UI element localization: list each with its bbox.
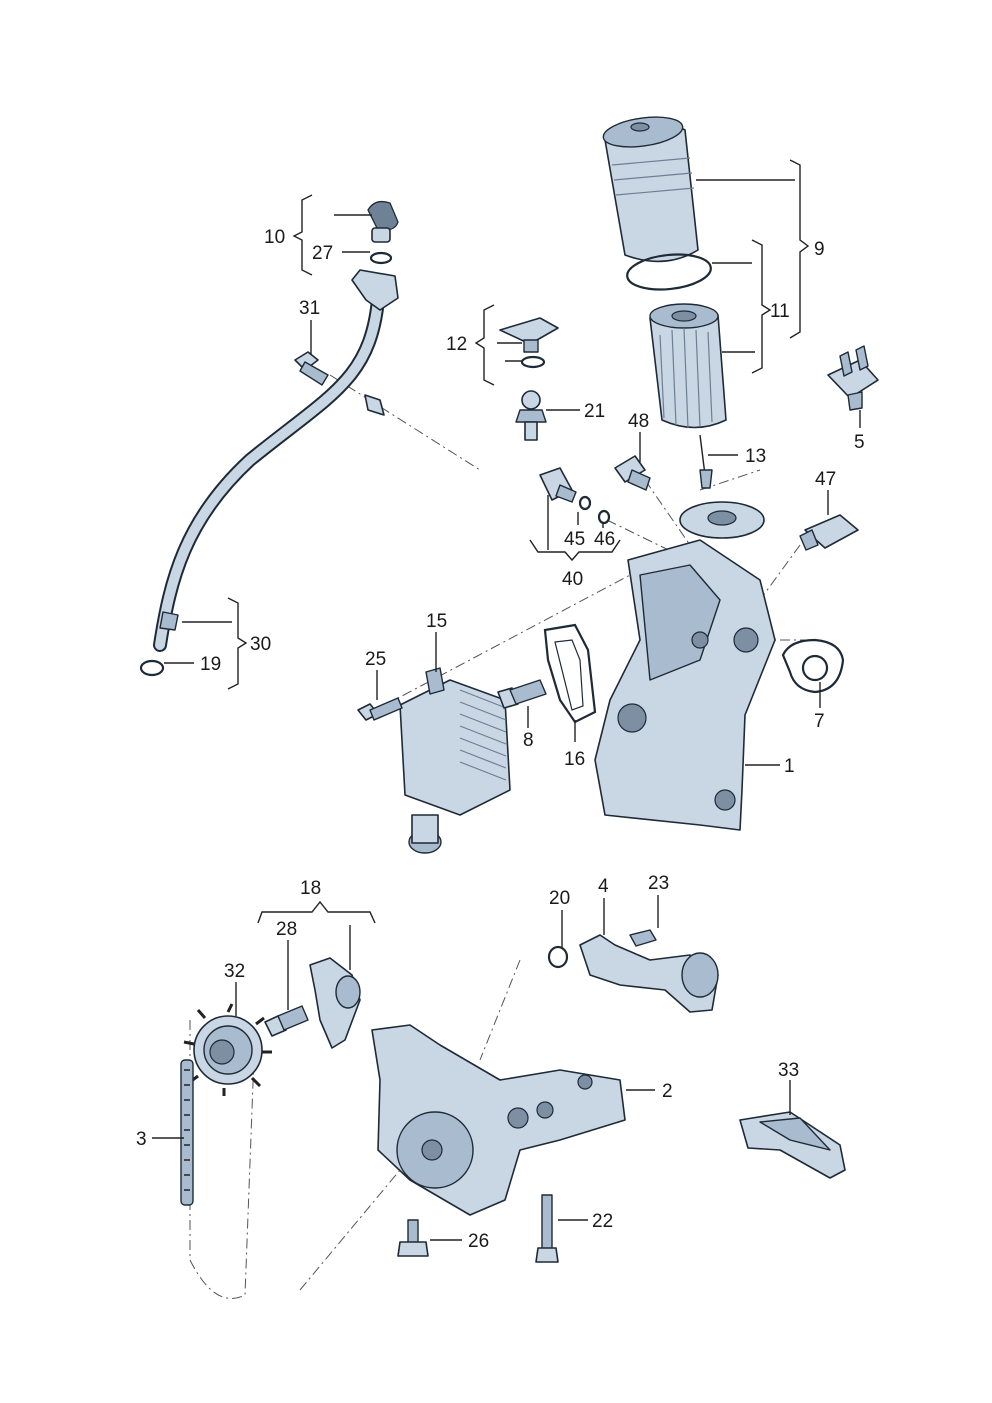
callout-20: 20 — [549, 888, 570, 909]
oil-filter-element — [649, 303, 727, 429]
oil-filter-bracket — [594, 501, 776, 831]
valve-40 — [539, 467, 611, 525]
dipstick-cap — [367, 200, 399, 243]
bolt-28 — [264, 1005, 309, 1037]
callout-45: 45 — [564, 529, 585, 550]
oil-pump — [371, 1024, 626, 1216]
bolt-25 — [357, 697, 403, 721]
oil-filter-cartridge-housing — [602, 116, 699, 263]
oil-pressure-switch-48 — [614, 455, 651, 491]
gasket-16 — [543, 623, 597, 724]
filter-seal-ring — [626, 253, 712, 291]
callout-7: 7 — [814, 711, 825, 732]
sender-47 — [799, 514, 859, 551]
o-ring-27 — [369, 251, 393, 265]
callout-46: 46 — [594, 529, 615, 550]
group-brackets — [227, 159, 810, 924]
callout-2: 2 — [662, 1081, 673, 1102]
callout-40: 40 — [562, 569, 583, 590]
callout-25: 25 — [365, 649, 386, 670]
o-ring-19 — [139, 659, 165, 677]
callout-4: 4 — [598, 876, 609, 897]
suction-pipe — [547, 929, 719, 1013]
bolt-22 — [535, 1194, 559, 1263]
union-bolt-8 — [497, 679, 547, 709]
callout-32: 32 — [224, 961, 245, 982]
callout-10: 10 — [264, 227, 285, 248]
oil-cooler — [399, 667, 511, 854]
callout-1: 1 — [784, 756, 795, 777]
callout-9: 9 — [814, 239, 825, 260]
callout-15: 15 — [426, 611, 447, 632]
callout-33: 33 — [778, 1060, 799, 1081]
callout-23: 23 — [648, 873, 669, 894]
callout-19: 19 — [200, 654, 221, 675]
callout-48: 48 — [628, 411, 649, 432]
callout-22: 22 — [592, 1211, 613, 1232]
callout-31: 31 — [299, 298, 320, 319]
callout-5: 5 — [854, 432, 865, 453]
callout-27: 27 — [312, 243, 333, 264]
callout-3: 3 — [136, 1129, 147, 1150]
callout-11: 11 — [770, 301, 790, 322]
ball-stud — [515, 390, 547, 441]
callout-16: 16 — [564, 749, 585, 770]
connector-5 — [827, 345, 879, 411]
callout-21: 21 — [584, 401, 605, 422]
gasket-7 — [781, 638, 845, 694]
callout-13: 13 — [745, 446, 766, 467]
callout-30: 30 — [250, 634, 271, 655]
sensor-13 — [699, 434, 713, 489]
callout-28: 28 — [276, 919, 297, 940]
callout-8: 8 — [523, 730, 534, 751]
callout-labels: 10 27 31 12 21 9 11 5 48 13 47 45 46 40 … — [136, 227, 865, 1252]
dipstick-guide-tube — [153, 269, 399, 652]
breather-flange — [499, 317, 559, 369]
callout-26: 26 — [468, 1231, 489, 1252]
chain-sprocket — [183, 1003, 272, 1096]
bolt-31 — [294, 351, 329, 386]
callout-12: 12 — [446, 334, 467, 355]
callout-18: 18 — [300, 878, 321, 899]
leader-lines — [152, 179, 861, 1241]
bolt-26 — [397, 1219, 429, 1257]
baffle-33 — [739, 1111, 846, 1179]
drive-chain — [180, 1059, 194, 1206]
callout-47: 47 — [815, 469, 836, 490]
chain-tensioner — [309, 957, 361, 1049]
